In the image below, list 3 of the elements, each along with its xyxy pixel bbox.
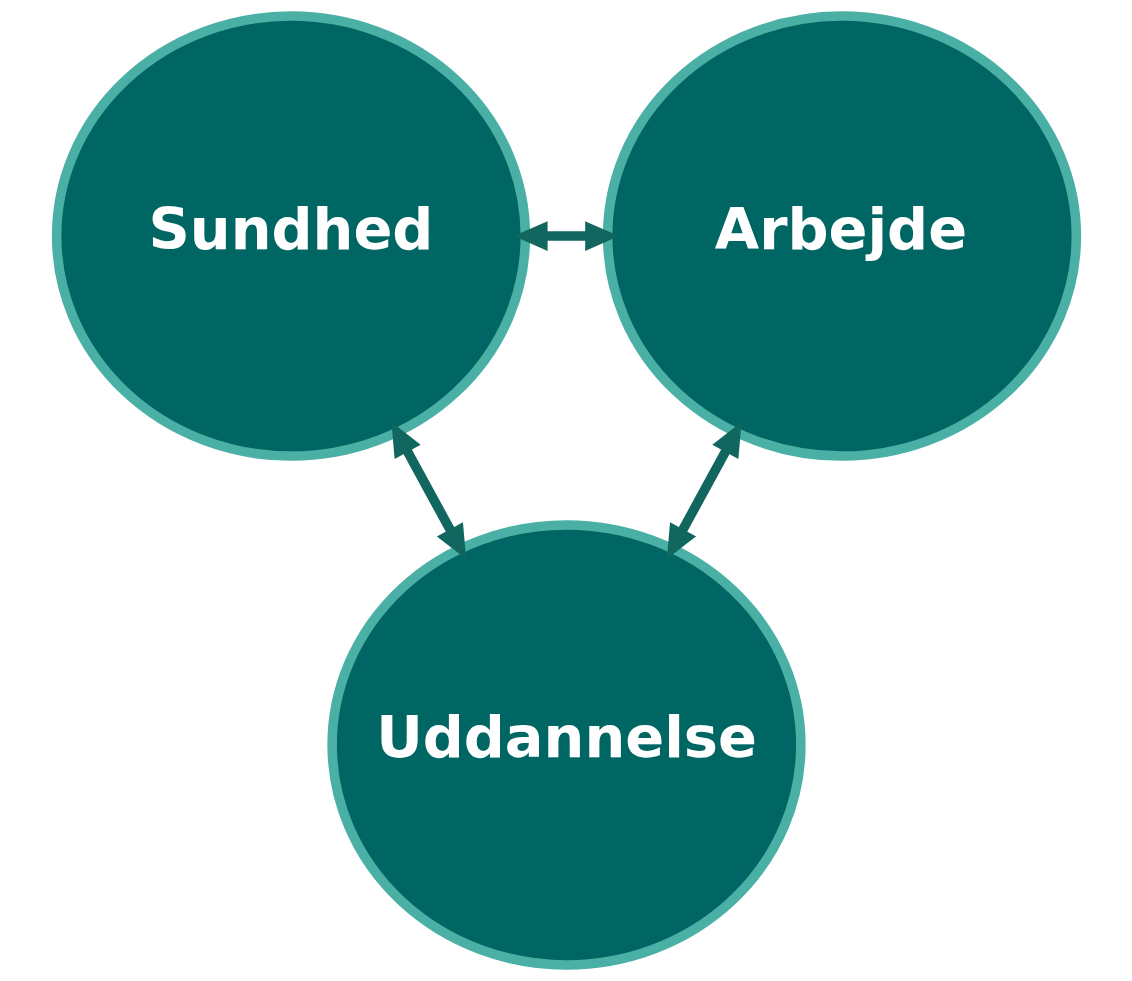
- arrow: [513, 221, 619, 251]
- arrow: [390, 422, 466, 560]
- arrow: [666, 422, 742, 560]
